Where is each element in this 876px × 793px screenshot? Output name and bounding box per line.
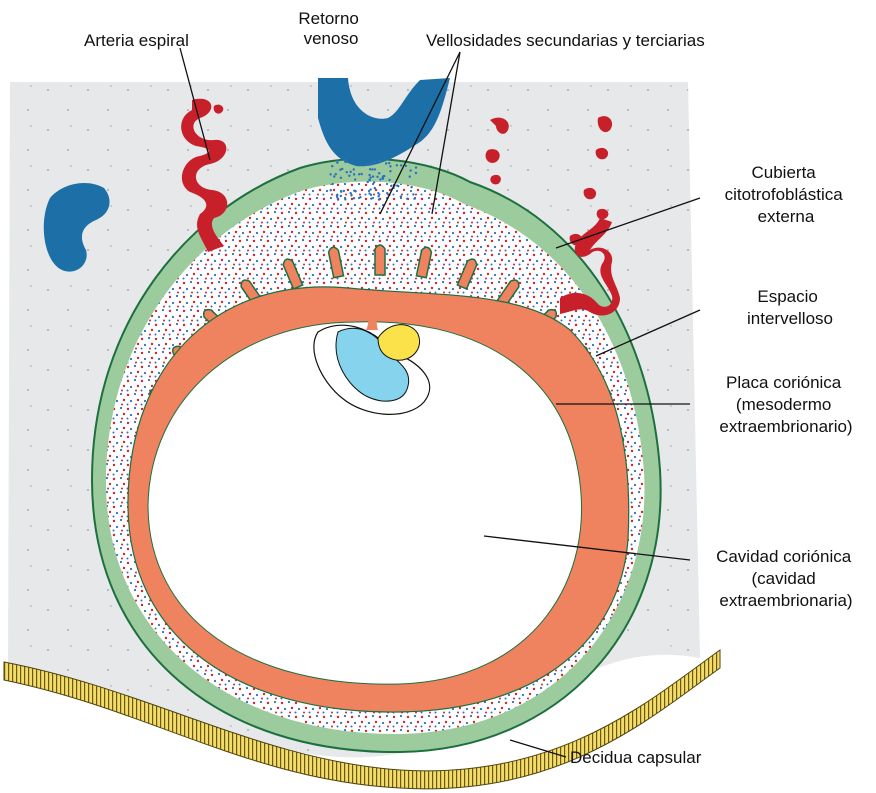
label-espacio-line2: intervelloso bbox=[747, 309, 833, 328]
venous-dot bbox=[368, 179, 370, 181]
venous-dot bbox=[369, 188, 371, 190]
venous-dot bbox=[415, 166, 417, 168]
label-espacio: Espacio intervelloso bbox=[747, 287, 833, 328]
venous-dot bbox=[405, 165, 407, 167]
label-placa-line2: (mesodermo bbox=[736, 395, 831, 414]
label-cubierta-line3: externa bbox=[758, 207, 815, 226]
venous-dot bbox=[353, 168, 355, 170]
venous-dot bbox=[346, 171, 348, 173]
label-cubierta-line2: citotrofoblástica bbox=[725, 185, 844, 204]
venous-dot bbox=[378, 172, 380, 174]
venous-dot bbox=[373, 181, 375, 183]
venous-dot bbox=[370, 194, 372, 196]
venous-dot bbox=[329, 173, 331, 175]
venous-dot bbox=[413, 198, 415, 200]
venous-dot bbox=[379, 160, 381, 162]
label-espacio-line1: Espacio bbox=[757, 287, 817, 306]
venous-dot bbox=[368, 174, 370, 176]
venous-dot bbox=[353, 173, 355, 175]
venous-dot bbox=[377, 195, 379, 197]
venous-dot bbox=[353, 197, 355, 199]
venous-dot bbox=[388, 179, 390, 181]
venous-dot bbox=[350, 171, 352, 173]
venous-dot bbox=[331, 165, 333, 167]
venous-dot bbox=[412, 193, 414, 195]
venous-dot bbox=[400, 164, 402, 166]
label-vellosidades: Vellosidades secundarias y terciarias bbox=[426, 31, 705, 50]
venous-dot bbox=[415, 172, 417, 174]
venous-dot bbox=[354, 178, 356, 180]
venous-dot bbox=[349, 192, 351, 194]
venous-dot bbox=[396, 184, 398, 186]
venous-dot bbox=[410, 186, 412, 188]
venous-dot bbox=[369, 176, 371, 178]
venous-dot bbox=[374, 168, 376, 170]
label-cavidad-line1: Cavidad coriónica bbox=[716, 547, 852, 566]
venous-dot bbox=[333, 175, 335, 177]
venous-dot bbox=[369, 162, 371, 164]
venous-dot bbox=[336, 194, 338, 196]
label-retorno-venoso-line1: Retorno bbox=[298, 9, 358, 28]
venous-dot bbox=[373, 161, 375, 163]
venous-dot bbox=[353, 189, 355, 191]
venous-dot bbox=[389, 170, 391, 172]
label-retorno-venoso: Retorno venoso bbox=[298, 9, 363, 48]
venous-dot bbox=[344, 198, 346, 200]
venous-dot bbox=[365, 163, 367, 165]
venous-dot bbox=[344, 159, 346, 161]
venous-dot bbox=[369, 168, 371, 170]
label-placa-line1: Placa coriónica bbox=[726, 373, 842, 392]
venous-dot bbox=[348, 175, 350, 177]
venous-dot bbox=[340, 191, 342, 193]
venous-dot bbox=[370, 197, 372, 199]
venous-dot bbox=[337, 198, 339, 200]
label-cavidad-line3: extraembrionaria) bbox=[719, 591, 852, 610]
venous-dot bbox=[389, 165, 391, 167]
venous-dot bbox=[382, 178, 384, 180]
venous-dot bbox=[340, 195, 342, 197]
venous-dot bbox=[388, 162, 390, 164]
label-cavidad-line2: (cavidad bbox=[752, 569, 816, 588]
venous-dot bbox=[341, 168, 343, 170]
label-placa-line3: extraembrionario) bbox=[719, 417, 852, 436]
venous-dot bbox=[336, 162, 338, 164]
venous-dot bbox=[359, 196, 361, 198]
venous-dot bbox=[330, 189, 332, 191]
venous-dot bbox=[374, 187, 376, 189]
label-arteria-espiral: Arteria espiral bbox=[84, 31, 189, 50]
venous-dot bbox=[350, 194, 352, 196]
venous-dot bbox=[371, 168, 373, 170]
venous-dot bbox=[406, 198, 408, 200]
venous-dot bbox=[379, 178, 381, 180]
venous-dot bbox=[409, 175, 411, 177]
venous-dot bbox=[390, 185, 392, 187]
venous-dot bbox=[343, 190, 345, 192]
venous-dot bbox=[372, 175, 374, 177]
label-decidua: Decidua capsular bbox=[570, 748, 702, 767]
venous-dot bbox=[360, 173, 362, 175]
venous-dot bbox=[378, 198, 380, 200]
label-placa: Placa coriónica (mesodermo extraembriona… bbox=[719, 373, 852, 436]
venous-dot bbox=[335, 173, 337, 175]
label-cavidad: Cavidad coriónica (cavidad extraembriona… bbox=[716, 547, 856, 610]
venous-dot bbox=[340, 177, 342, 179]
label-cubierta: Cubierta citotrofoblástica externa bbox=[725, 163, 848, 226]
venous-dot bbox=[377, 192, 379, 194]
venous-dot bbox=[376, 176, 378, 178]
villus bbox=[375, 245, 385, 275]
venous-dot bbox=[358, 173, 360, 175]
venous-dot bbox=[386, 192, 388, 194]
venous-dot bbox=[400, 195, 402, 197]
label-retorno-venoso-line2: venoso bbox=[304, 29, 359, 48]
venous-dot bbox=[331, 183, 333, 185]
venous-dot bbox=[396, 164, 398, 166]
venous-dot bbox=[385, 162, 387, 164]
venous-dot bbox=[367, 181, 369, 183]
label-cubierta-line1: Cubierta bbox=[752, 163, 817, 182]
venous-dot bbox=[409, 169, 411, 171]
